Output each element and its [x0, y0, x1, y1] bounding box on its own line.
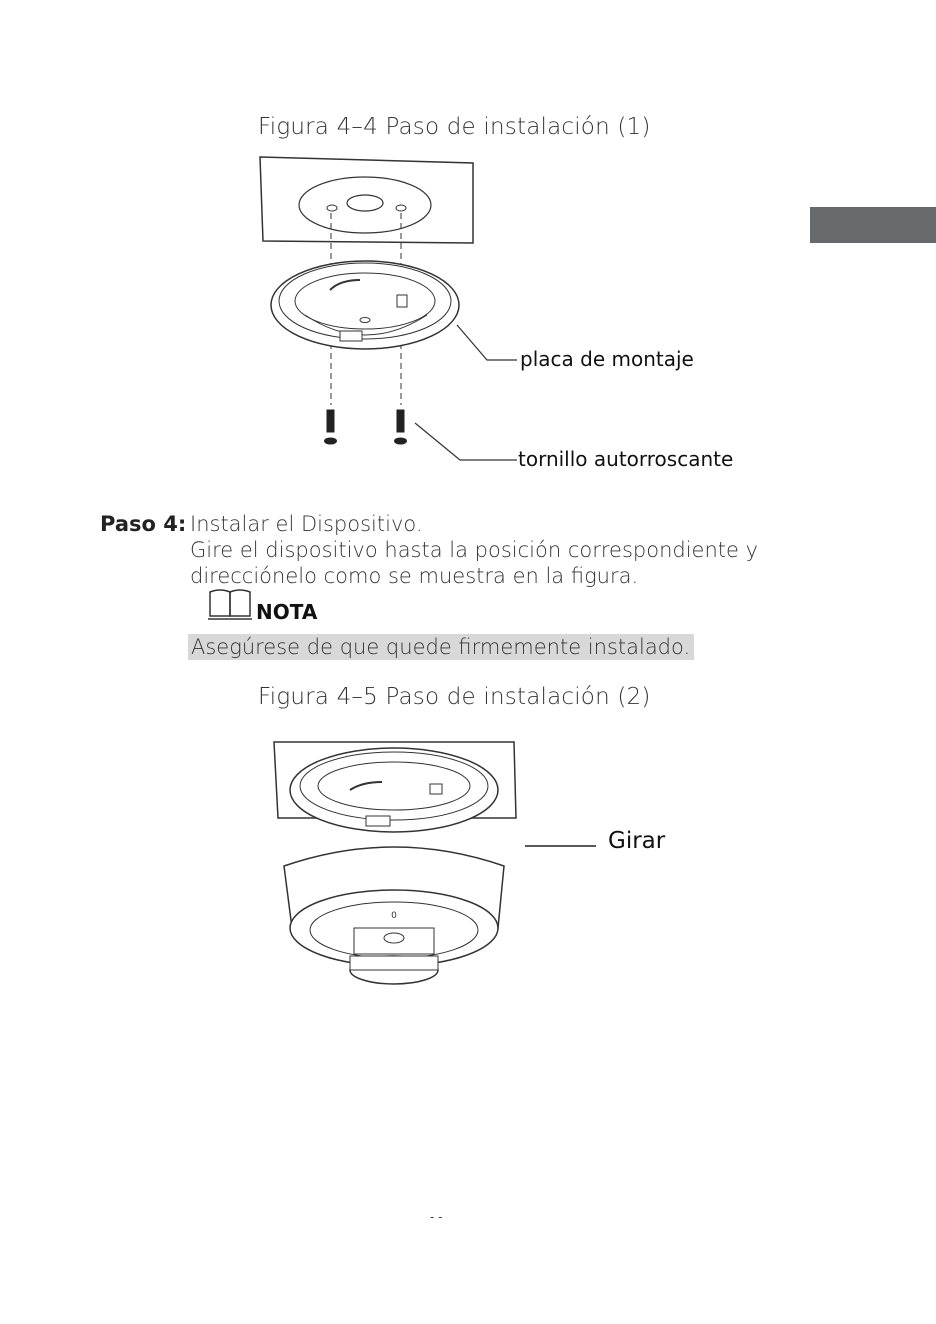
note-title: NOTA: [256, 600, 318, 624]
step-title: Instalar el Dispositivo.: [190, 512, 423, 536]
label-self-tapping-screw: tornillo autorroscante: [518, 447, 734, 471]
note-text: Asegúrese de que quede firmemente instal…: [188, 634, 694, 660]
step-description-line-1: Gire el dispositivo hasta la posición co…: [190, 538, 759, 562]
installation-diagram-1: [259, 156, 517, 461]
figure-caption-1: Figura 4–4 Paso de instalación (1): [258, 114, 651, 140]
page-number: - -: [430, 1210, 443, 1224]
label-rotate: Girar: [608, 828, 666, 854]
svg-text:0: 0: [391, 911, 397, 921]
chapter-tab: [810, 207, 936, 243]
figure-caption-2: Figura 4–5 Paso de instalación (2): [258, 684, 651, 710]
step-label: Paso 4:: [100, 512, 187, 536]
book-icon: [208, 589, 252, 620]
step-description-line-2: direcciónelo como se muestra en la figur…: [190, 564, 639, 588]
label-mounting-plate: placa de montaje: [520, 347, 694, 371]
installation-diagram-2: 0: [273, 741, 596, 985]
